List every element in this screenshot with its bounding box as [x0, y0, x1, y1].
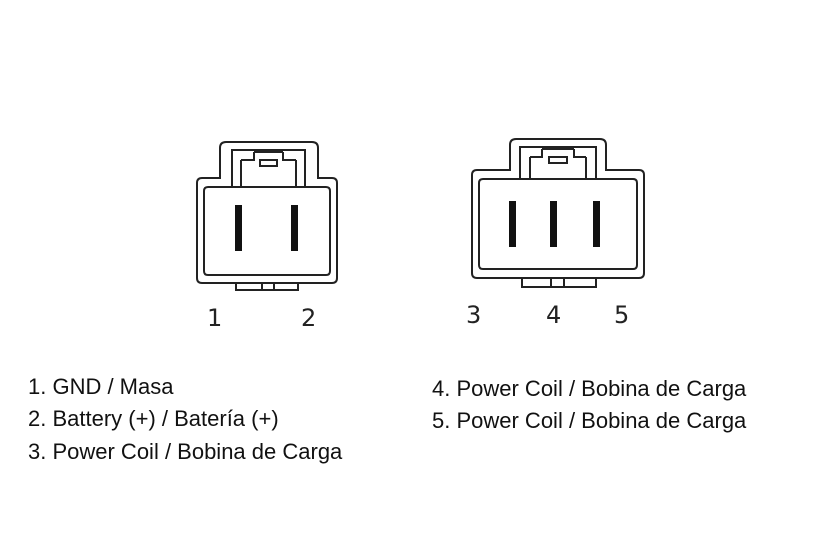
terminal-3 [509, 201, 516, 247]
pin-number-5: 5 [614, 301, 630, 329]
pin-number-4: 4 [546, 301, 562, 329]
connector-2-pin-latch [231, 149, 306, 187]
legend-item-5: 5. Power Coil / Bobina de Carga [432, 408, 747, 433]
terminal-4 [550, 201, 557, 247]
connector-2-pin-tab [235, 283, 299, 291]
pin-number-2: 2 [301, 304, 317, 332]
connector-3-pin-latch [519, 146, 597, 179]
terminal-5 [593, 201, 600, 247]
connector-3-pin-face [478, 178, 638, 270]
connector-2-pin-outline [196, 141, 338, 284]
connector-2-pin-face [203, 186, 331, 276]
legend-item-4: 4. Power Coil / Bobina de Carga [432, 376, 747, 401]
pin-number-3: 3 [466, 301, 482, 329]
connector-3-pin-tab [521, 278, 597, 288]
connector-3-pin [471, 138, 645, 288]
terminal-2 [291, 205, 298, 251]
legend-item-2: 2. Battery (+) / Batería (+) [28, 406, 279, 431]
connector-2-pin [196, 141, 338, 291]
connector-2-pin-terminals [235, 205, 298, 251]
legend-item-3: 3. Power Coil / Bobina de Carga [28, 439, 343, 464]
pin-number-1: 1 [207, 304, 223, 332]
connector-3-pin-outline [471, 138, 645, 279]
legend-item-1: 1. GND / Masa [28, 374, 174, 399]
terminal-1 [235, 205, 242, 251]
connector-3-pin-terminals [509, 201, 600, 247]
